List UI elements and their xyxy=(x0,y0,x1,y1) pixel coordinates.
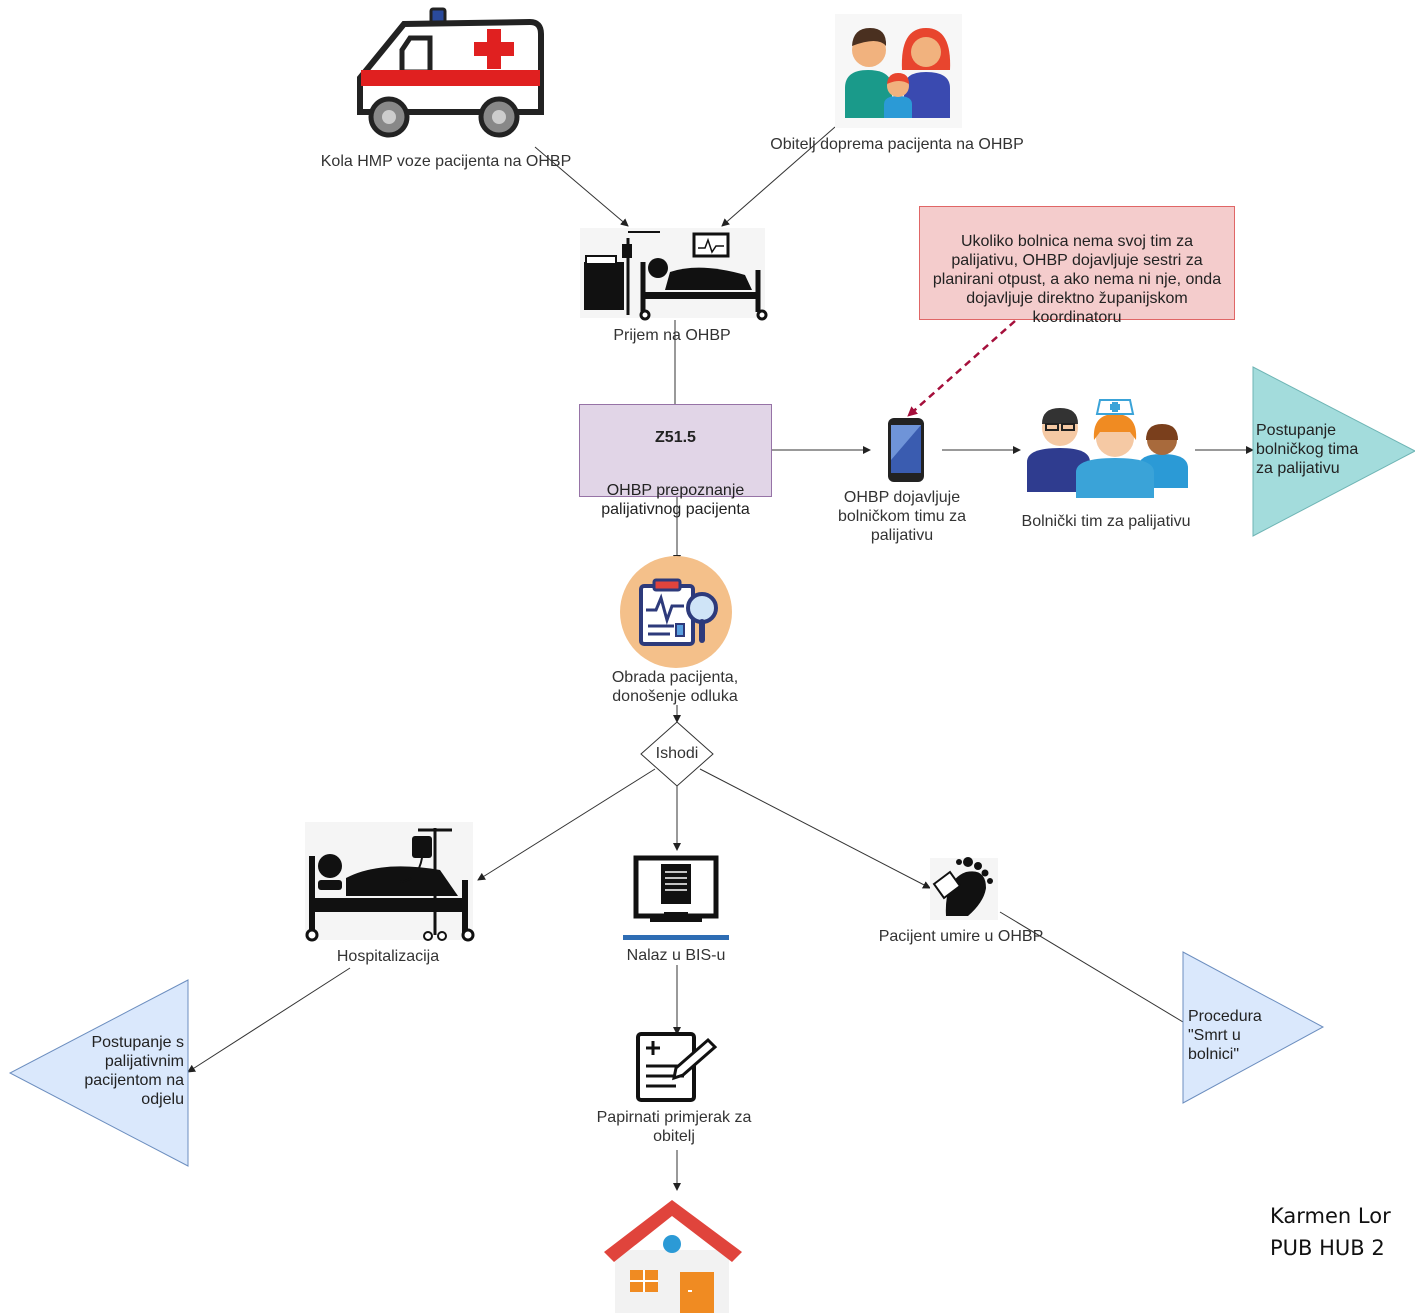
house-icon xyxy=(604,1200,742,1313)
ward-action-triangle xyxy=(8,979,189,1167)
note-text: Ukoliko bolnica nema svoj tim za palijat… xyxy=(932,233,1222,326)
medical-team-icon xyxy=(1027,399,1188,498)
dashed-edge-note-phone xyxy=(907,320,1016,417)
admission-label: Prijem na OHBP xyxy=(613,327,731,344)
edge-decision-hospitalization xyxy=(477,768,656,881)
connectors xyxy=(187,126,1254,1191)
family-icon xyxy=(835,14,962,128)
team-label: Bolnički tim za palijativu xyxy=(1021,513,1191,530)
hospitalization-label: Hospitalizacija xyxy=(336,948,440,965)
note-box: Ukoliko bolnica nema svoj tim za palijat… xyxy=(919,206,1235,326)
processing-label: Obrada pacijenta, donošenje odluka xyxy=(611,669,739,705)
hospital-bed-monitor-icon xyxy=(580,228,768,321)
edge-family-admission xyxy=(721,126,836,227)
phone-label: OHBP dojavljuje bolničkom timu za palija… xyxy=(837,489,967,544)
death-label: Pacijent umire u OHBP xyxy=(878,928,1044,945)
team-action-label: Postupanje bolničkog tima za palijativu xyxy=(1256,422,1359,477)
death-procedure-triangle xyxy=(1182,951,1325,1104)
hospital-bed-iv-icon xyxy=(305,822,475,942)
bis-label: Nalaz u BIS-u xyxy=(626,947,726,964)
recognition-code: Z51.5 xyxy=(655,429,696,446)
decision-label: Ishodi xyxy=(655,745,699,762)
ward-action-label: Postupanje s palijativnim pacijentom na … xyxy=(84,1034,184,1108)
clipboard-diagnosis-icon xyxy=(620,556,732,668)
death-procedure-label: Procedura "Smrt u bolnici" xyxy=(1188,1008,1262,1063)
document-edit-icon xyxy=(636,1032,718,1102)
edge-ambulance-admission xyxy=(534,146,629,227)
recognition-label: OHBP prepoznanje palijativnog pacijenta xyxy=(601,482,750,518)
recognition-box: Z51.5 OHBP prepoznanje palijativnog paci… xyxy=(579,404,772,518)
author-credit: Karmen Lor PUB HUB 2 xyxy=(1270,1204,1391,1260)
edge-death-procedure xyxy=(999,911,1184,1023)
team-action-triangle xyxy=(1252,366,1415,537)
toe-tag-icon xyxy=(930,857,998,920)
computer-document-icon xyxy=(623,855,729,940)
smartphone-icon xyxy=(888,418,924,482)
ambulance-icon xyxy=(357,7,544,138)
edge-decision-death xyxy=(699,768,931,889)
decision-diamond xyxy=(640,721,714,787)
edge-hospitalization-ward xyxy=(187,967,351,1073)
paper-label: Papirnati primjerak za obitelj xyxy=(596,1109,752,1145)
family-label: Obitelj doprema pacijenta na OHBP xyxy=(770,136,1024,153)
ambulance-label: Kola HMP voze pacijenta na OHBP xyxy=(320,153,572,170)
